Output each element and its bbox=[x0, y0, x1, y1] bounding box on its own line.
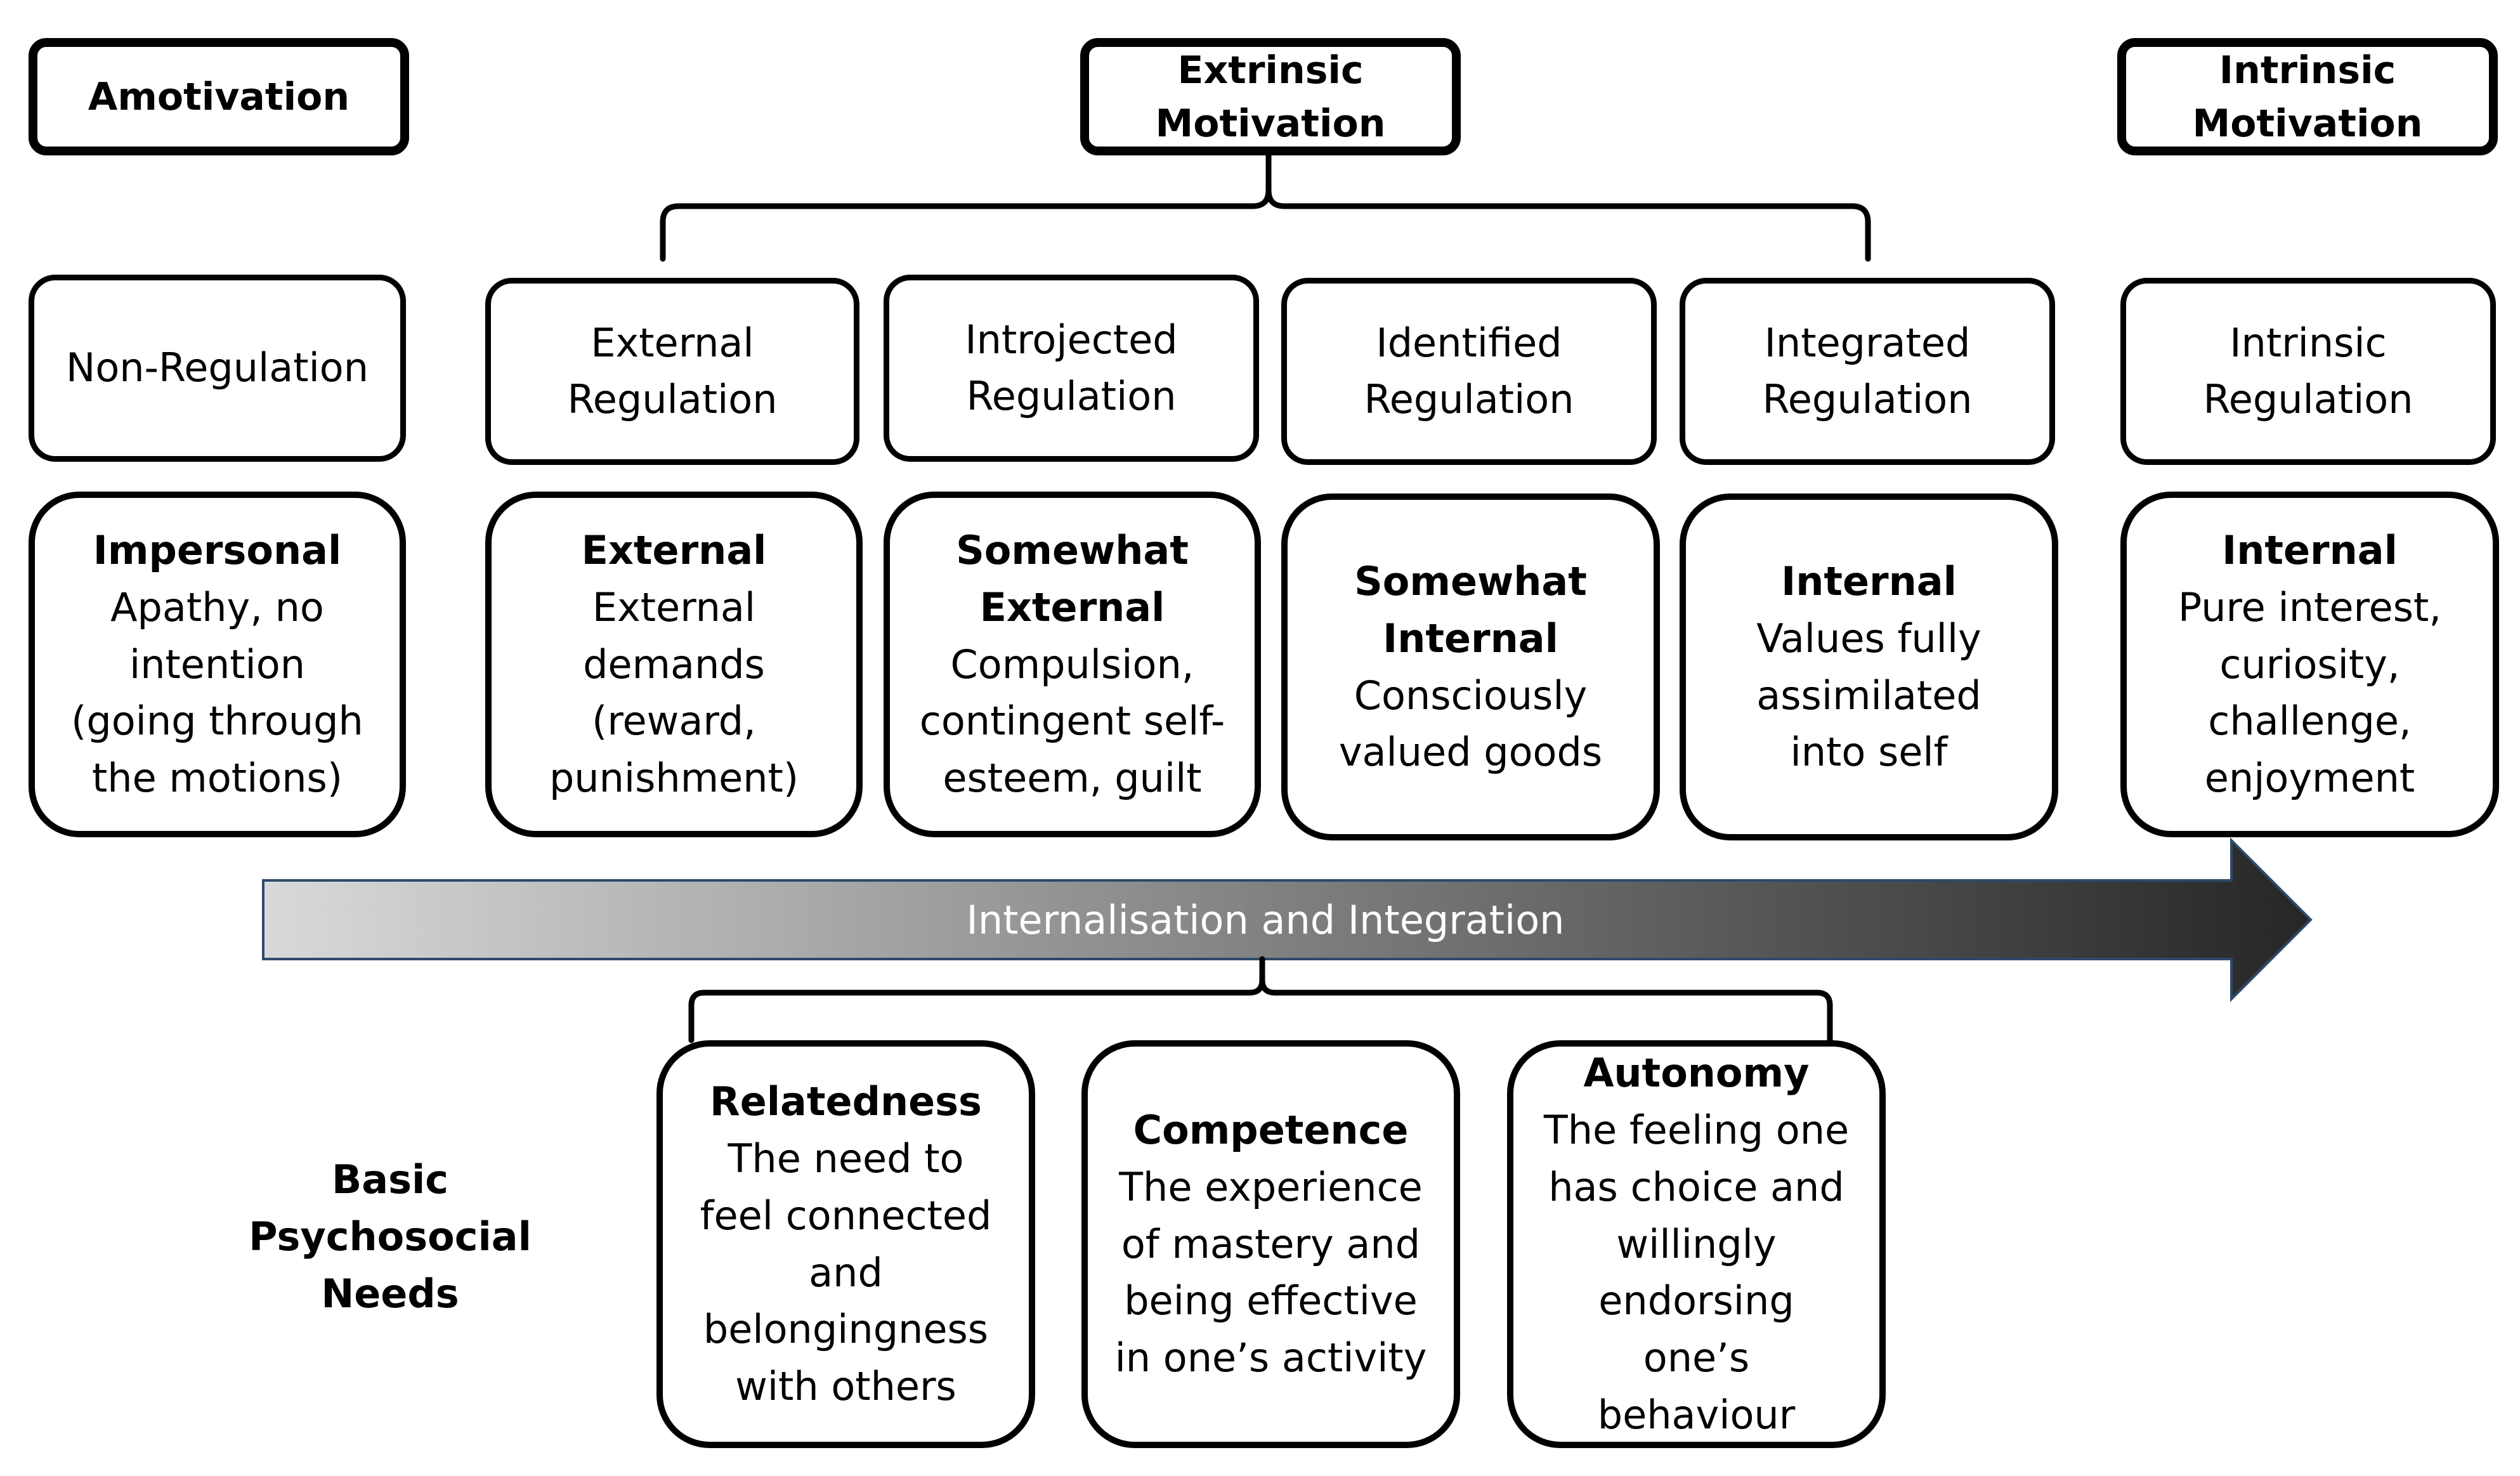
locus-title: Impersonal bbox=[93, 526, 342, 573]
internalisation-arrow bbox=[262, 837, 2313, 1002]
need-description: The feeling one has choice and willingly… bbox=[1543, 1106, 1850, 1439]
locus-description: Compulsion, contingent self- esteem, gui… bbox=[919, 641, 1225, 802]
amotivation-label: Amotivation bbox=[88, 74, 350, 119]
locus-title: External bbox=[581, 526, 767, 573]
regulation-label: Non-Regulation bbox=[65, 344, 369, 391]
basic-psychosocial-needs-label: Basic Psychosocial Needs bbox=[249, 1156, 532, 1317]
locus-box-somewhat-external: Somewhat External Compulsion, contingent… bbox=[884, 492, 1261, 837]
amotivation-header: Amotivation bbox=[29, 38, 409, 155]
extrinsic-motivation-header: Extrinsic Motivation bbox=[1080, 38, 1461, 155]
regulation-box-identified: Identified Regulation bbox=[1281, 278, 1657, 465]
locus-box-internal: Internal Values fully assimilated into s… bbox=[1680, 493, 2058, 840]
regulation-label: Intrinsic Regulation bbox=[2203, 320, 2413, 422]
locus-box-external: External External demands (reward, punis… bbox=[485, 492, 863, 837]
locus-description: Pure interest, curiosity, challenge, enj… bbox=[2177, 584, 2442, 802]
locus-title: Internal bbox=[1781, 558, 1957, 604]
locus-title: Somewhat External bbox=[956, 526, 1189, 630]
intrinsic-motivation-label: Intrinsic Motivation bbox=[2192, 48, 2423, 146]
need-box-relatedness: Relatedness The need to feel connected a… bbox=[656, 1040, 1035, 1448]
regulation-label: Identified Regulation bbox=[1364, 320, 1574, 422]
regulation-box-intrinsic: Intrinsic Regulation bbox=[2120, 278, 2496, 465]
need-title: Competence bbox=[1133, 1106, 1409, 1153]
locus-box-somewhat-internal: Somewhat Internal Consciously valued goo… bbox=[1281, 493, 1660, 840]
locus-title: Somewhat Internal bbox=[1354, 558, 1587, 662]
locus-box-intrinsic-internal: Internal Pure interest, curiosity, chall… bbox=[2120, 492, 2499, 837]
locus-title: Internal bbox=[2222, 526, 2398, 573]
regulation-label: Introjected Regulation bbox=[965, 317, 1178, 419]
extrinsic-motivation-label: Extrinsic Motivation bbox=[1155, 48, 1386, 146]
need-box-autonomy: Autonomy The feeling one has choice and … bbox=[1507, 1040, 1886, 1448]
need-description: The experience of mastery and being effe… bbox=[1114, 1163, 1427, 1381]
regulation-box-integrated: Integrated Regulation bbox=[1680, 278, 2055, 465]
regulation-label: Integrated Regulation bbox=[1762, 320, 1973, 422]
regulation-label: External Regulation bbox=[567, 320, 778, 422]
internalisation-arrow-label: Internalisation and Integration bbox=[966, 896, 1565, 943]
needs-bracket bbox=[688, 956, 1833, 1043]
extrinsic-bracket bbox=[660, 152, 1871, 262]
intrinsic-motivation-header: Intrinsic Motivation bbox=[2117, 38, 2498, 155]
need-box-competence: Competence The experience of mastery and… bbox=[1081, 1040, 1460, 1448]
need-title: Autonomy bbox=[1583, 1049, 1810, 1096]
regulation-box-introjected: Introjected Regulation bbox=[884, 275, 1259, 462]
regulation-box-non: Non-Regulation bbox=[29, 275, 406, 462]
locus-box-impersonal: Impersonal Apathy, no intention (going t… bbox=[29, 492, 406, 837]
regulation-box-external: External Regulation bbox=[485, 278, 859, 465]
locus-description: Apathy, no intention (going through the … bbox=[71, 584, 363, 802]
need-title: Relatedness bbox=[710, 1078, 982, 1125]
need-description: The need to feel connected and belonging… bbox=[700, 1135, 992, 1410]
locus-description: Values fully assimilated into self bbox=[1756, 615, 1981, 776]
locus-description: Consciously valued goods bbox=[1338, 672, 1603, 776]
locus-description: External demands (reward, punishment) bbox=[549, 584, 799, 802]
